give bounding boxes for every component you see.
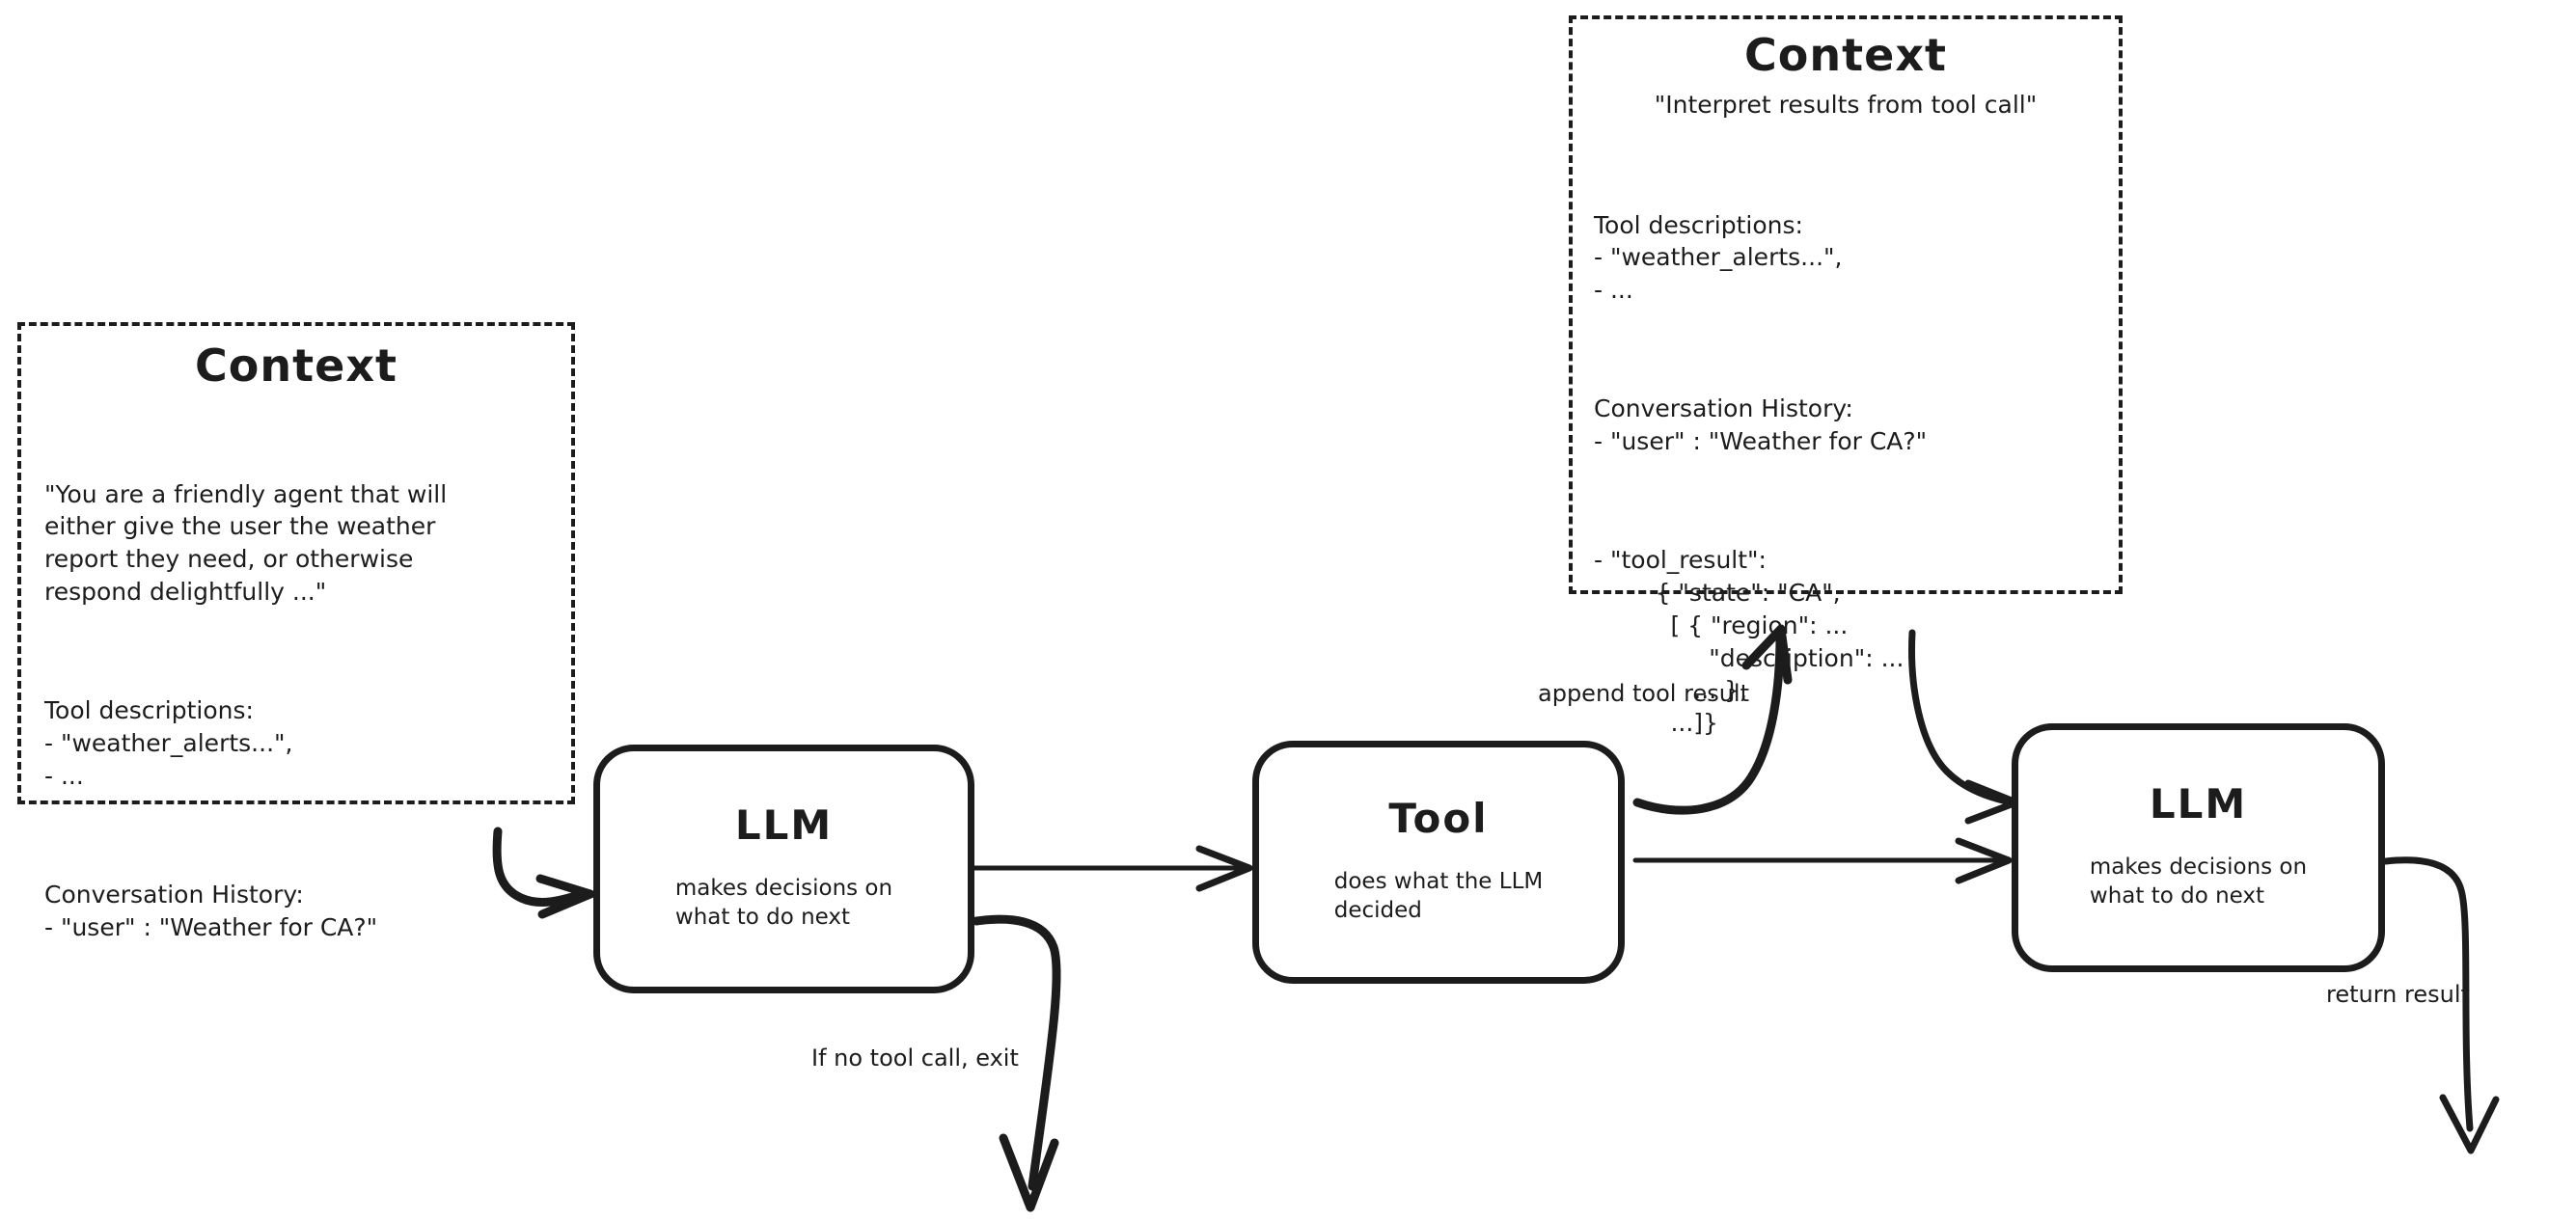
node-llm-second-subtitle: makes decisions on what to do next: [2089, 855, 2308, 909]
node-tool-subtitle: does what the LLM decided: [1333, 869, 1544, 923]
arrow-llm1-to-tool: [968, 845, 1253, 892]
context-left-body: "You are a friendly agent that will eith…: [44, 413, 548, 1009]
context-right-conversation-history: Conversation History: - "user" : "Weathe…: [1594, 394, 1928, 455]
context-right-tool-descriptions: Tool descriptions: - "weather_alerts..."…: [1594, 210, 1843, 305]
context-box-initial: Context "You are a friendly agent that w…: [17, 322, 575, 941]
arrow-tool-to-llm2: [1632, 837, 2013, 884]
node-tool[interactable]: Tool does what the LLM decided: [1252, 741, 1625, 984]
node-llm-first-subtitle: makes decisions on what to do next: [674, 876, 893, 930]
context-box-after-tool: Context "Interpret results from tool cal…: [1569, 15, 2123, 737]
context-left-conversation-history: Conversation History: - "user" : "Weathe…: [44, 880, 378, 941]
node-llm-first-title: LLM: [734, 801, 834, 850]
context-left-tool-descriptions: Tool descriptions: - "weather_alerts..."…: [44, 696, 293, 790]
edge-label-return-result: return result: [2326, 981, 2470, 1008]
context-right-tool-result: - "tool_result": { "state": "CA", [ { "r…: [1594, 546, 1905, 737]
node-llm-second-title: LLM: [2149, 780, 2248, 828]
context-left-system-prompt: "You are a friendly agent that will eith…: [44, 479, 448, 606]
context-right-quote: "Interpret results from tool call": [1654, 91, 2038, 119]
node-llm-second[interactable]: LLM makes decisions on what to do next: [2012, 723, 2385, 972]
node-tool-title: Tool: [1388, 795, 1489, 843]
edge-label-exit: If no tool call, exit: [811, 1045, 1019, 1072]
node-llm-first[interactable]: LLM makes decisions on what to do next: [593, 745, 974, 993]
context-right-title: Context: [1744, 29, 1947, 81]
context-right-body: Tool descriptions: - "weather_alerts..."…: [1594, 144, 2097, 804]
edge-label-append-tool-result: append tool result: [1538, 680, 1749, 707]
context-left-title: Context: [195, 339, 397, 392]
